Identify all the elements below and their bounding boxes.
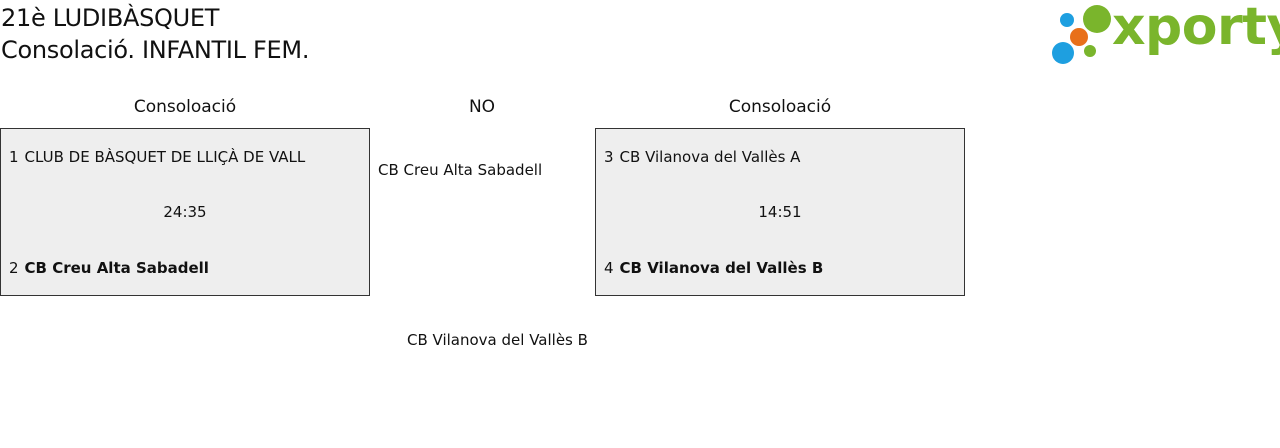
team-name: CB Creu Alta Sabadell (24, 259, 209, 277)
tournament-name: 21è LUDIBÀSQUET (1, 4, 220, 32)
match-1-time: 24:35 (163, 203, 207, 221)
match-2-time: 14:51 (758, 203, 802, 221)
logo-wordmark: xporty (1112, 0, 1280, 57)
match-1-team-2[interactable]: 2 CB Creu Alta Sabadell (9, 259, 209, 277)
match-card-2[interactable]: 3 CB Vilanova del Vallès A 14:51 4 CB Vila… (595, 128, 965, 296)
team-seed: 1 (9, 148, 19, 166)
logo-dot-green-large (1083, 5, 1111, 33)
category-name: Consolació. INFANTIL FEM. (1, 36, 310, 64)
team-seed: 3 (604, 148, 614, 166)
team-name: CB Vilanova del Vallès A (619, 148, 801, 166)
advancing-team-2[interactable]: CB Vilanova del Vallès B (407, 331, 588, 349)
logo-dot-orange (1070, 28, 1088, 46)
match-1-team-1[interactable]: 1 CLUB DE BÀSQUET DE LLIÇÀ DE VALL (9, 148, 305, 166)
match-2-team-1[interactable]: 3 CB Vilanova del Vallès A (604, 148, 800, 166)
logo-dot-blue-bottom (1052, 42, 1074, 64)
page-title: 21è LUDIBÀSQUET Consolació. INFANTIL FEM… (1, 2, 309, 66)
logo-dot-green-small (1084, 45, 1096, 57)
logo-dot-blue-top (1060, 13, 1074, 27)
advancing-team-1[interactable]: CB Creu Alta Sabadell (378, 161, 543, 179)
xporty-logo[interactable]: xporty (1050, 0, 1280, 67)
team-seed: 2 (9, 259, 19, 277)
column-header-middle: NO (468, 97, 496, 117)
match-2-team-2[interactable]: 4 CB Vilanova del Vallès B (604, 259, 823, 277)
team-name: CB Vilanova del Vallès B (619, 259, 824, 277)
team-name: CLUB DE BÀSQUET DE LLIÇÀ DE VALL (24, 148, 306, 166)
column-header-left: Consoloació (133, 97, 237, 117)
team-seed: 4 (604, 259, 614, 277)
column-header-right: Consoloació (728, 97, 832, 117)
